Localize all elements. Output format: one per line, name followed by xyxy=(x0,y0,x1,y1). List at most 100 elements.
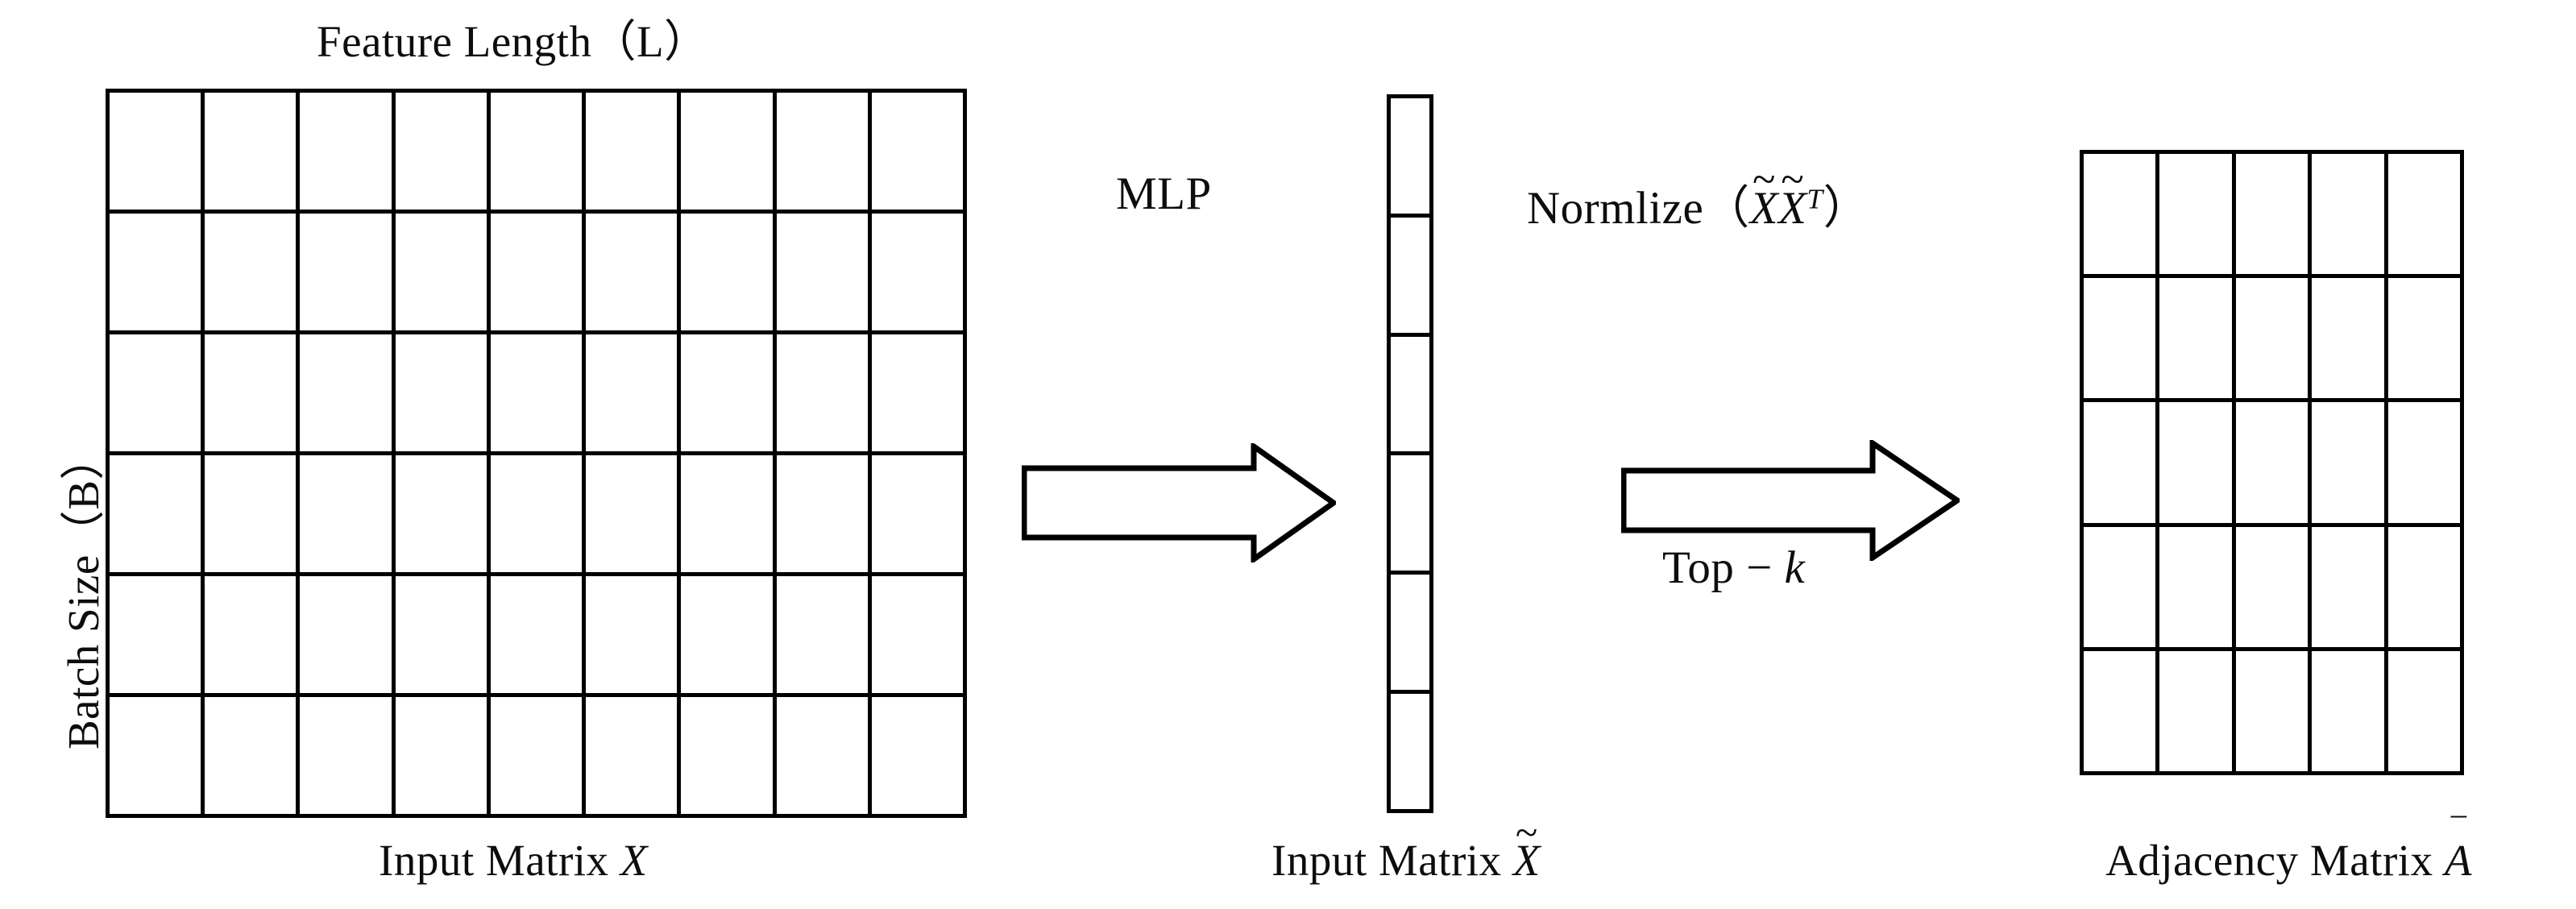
matrix-cell xyxy=(2387,402,2460,523)
matrix-cell xyxy=(776,334,868,451)
matrix-cell xyxy=(110,697,201,814)
normalize-label-close: ） xyxy=(1823,183,1870,234)
matrix-cell xyxy=(2159,402,2232,523)
matrix-cell xyxy=(2312,650,2384,771)
k-symbol: k xyxy=(1784,542,1806,593)
matrix-cell xyxy=(2084,650,2156,771)
input-matrix-caption-symbol: X xyxy=(620,836,648,885)
x-tilde-symbol-2: ~X xyxy=(1778,158,1807,235)
matrix-cell xyxy=(490,576,583,693)
tilde-accent: ~ xyxy=(1752,156,1776,203)
topk-arrow-label: Top − k xyxy=(1662,542,1805,594)
tilde-accent: ~ xyxy=(1781,156,1805,203)
adjacency-matrix-caption: Adjacency Matrix ‾A xyxy=(2105,815,2472,886)
overbar-accent: ‾ xyxy=(2451,811,2466,857)
matrix-cell xyxy=(395,334,487,451)
x-glyph: X xyxy=(1778,183,1807,234)
matrix-cell xyxy=(2387,650,2460,771)
matrix-cell xyxy=(490,214,583,330)
batch-size-axis-label: Batch Size（B） xyxy=(59,435,108,749)
matrix-cell xyxy=(490,697,583,814)
a-glyph: A xyxy=(2444,836,2472,885)
x-glyph: X xyxy=(1512,836,1541,885)
matrix-cell xyxy=(776,697,868,814)
matrix-cell xyxy=(2312,402,2384,523)
matrix-cell xyxy=(586,214,678,330)
adjacency-matrix-caption-text: Adjacency Matrix xyxy=(2105,836,2445,885)
matrix-cell xyxy=(871,697,963,814)
mlp-arrow-label: MLP xyxy=(1116,168,1212,219)
matrix-cell xyxy=(871,334,963,451)
matrix-cell xyxy=(1391,455,1429,571)
x-glyph: X xyxy=(1749,183,1779,234)
transpose-superscript: T xyxy=(1807,183,1823,215)
matrix-cell xyxy=(300,214,392,330)
matrix-cell xyxy=(681,93,773,210)
matrix-cell xyxy=(871,455,963,572)
matrix-cell xyxy=(300,455,392,572)
matrix-cell xyxy=(2084,278,2156,399)
matrix-cell xyxy=(2235,650,2308,771)
matrix-cell xyxy=(2159,526,2232,647)
matrix-cell xyxy=(395,93,487,210)
matrix-cell xyxy=(205,334,297,451)
matrix-cell xyxy=(681,455,773,572)
topk-label-text: Top − xyxy=(1662,542,1785,593)
matrix-cell xyxy=(681,214,773,330)
matrix-cell xyxy=(110,214,201,330)
matrix-cell xyxy=(2387,526,2460,647)
matrix-cell xyxy=(871,214,963,330)
matrix-cell xyxy=(205,93,297,210)
matrix-cell xyxy=(110,455,201,572)
matrix-cell xyxy=(205,214,297,330)
normalize-arrow-icon xyxy=(1621,440,1960,561)
matrix-cell xyxy=(586,576,678,693)
matrix-cell xyxy=(490,455,583,572)
input-matrix-caption: Input Matrix X xyxy=(379,835,648,886)
matrix-cell xyxy=(871,576,963,693)
matrix-cell xyxy=(300,697,392,814)
matrix-cell xyxy=(205,455,297,572)
matrix-cell xyxy=(2387,278,2460,399)
matrix-cell xyxy=(586,455,678,572)
matrix-cell xyxy=(2159,278,2232,399)
matrix-cell xyxy=(2084,526,2156,647)
matrix-cell xyxy=(1391,217,1429,333)
matrix-cell xyxy=(110,334,201,451)
input-matrix-grid xyxy=(106,89,967,818)
matrix-cell xyxy=(2312,278,2384,399)
matrix-cell xyxy=(586,93,678,210)
matrix-cell xyxy=(2235,526,2308,647)
matrix-cell xyxy=(586,334,678,451)
matrix-cell xyxy=(2312,526,2384,647)
matrix-cell xyxy=(776,214,868,330)
matrix-cell xyxy=(776,455,868,572)
matrix-cell xyxy=(395,214,487,330)
matrix-cell xyxy=(2312,154,2384,275)
x-tilde-symbol: ~X xyxy=(1512,812,1541,886)
matrix-cell xyxy=(110,93,201,210)
matrix-cell xyxy=(2159,650,2232,771)
input-matrix-caption-text: Input Matrix xyxy=(379,836,620,885)
matrix-cell xyxy=(205,697,297,814)
matrix-cell xyxy=(1391,336,1429,452)
vector-matrix-grid xyxy=(1387,94,1433,813)
matrix-cell xyxy=(2084,402,2156,523)
feature-length-axis-label: Feature Length（L） xyxy=(317,17,709,66)
matrix-cell xyxy=(2235,278,2308,399)
matrix-cell xyxy=(2084,154,2156,275)
matrix-cell xyxy=(300,576,392,693)
matrix-cell xyxy=(776,576,868,693)
matrix-cell xyxy=(776,93,868,210)
a-bar-symbol: ‾A xyxy=(2444,815,2472,886)
normalize-arrow-label: Normlize（~X~XT） xyxy=(1527,158,1870,237)
matrix-cell xyxy=(395,697,487,814)
matrix-cell xyxy=(300,334,392,451)
matrix-cell xyxy=(2159,154,2232,275)
matrix-cell xyxy=(490,334,583,451)
matrix-cell xyxy=(300,93,392,210)
matrix-cell xyxy=(395,576,487,693)
matrix-cell xyxy=(1391,575,1429,691)
matrix-cell xyxy=(1391,98,1429,214)
